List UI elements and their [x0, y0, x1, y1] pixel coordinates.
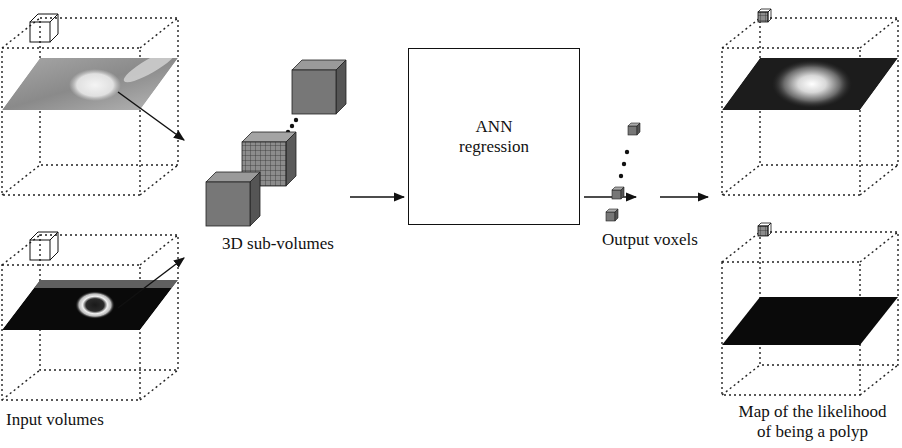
cube-face — [336, 60, 346, 114]
slice-plane — [722, 58, 898, 110]
volume-edge — [2, 235, 178, 400]
cube-edge — [30, 14, 58, 42]
slice-rim — [34, 280, 178, 288]
voxel — [758, 223, 771, 236]
sub-volume-marker — [30, 14, 58, 42]
voxel — [615, 209, 618, 221]
cube-face — [30, 240, 50, 260]
input-slice — [2, 280, 178, 330]
voxel — [621, 187, 624, 199]
sub-volume-cube — [292, 60, 346, 114]
flow-arrow — [584, 196, 636, 197]
cube-face — [292, 70, 336, 114]
polyp-ring — [75, 291, 115, 319]
polyp-blob — [69, 69, 121, 101]
process-box: ANN regression — [408, 48, 580, 225]
likelihood-slice — [722, 297, 898, 345]
dot — [290, 124, 294, 128]
box-text: ANN regression — [444, 117, 544, 157]
output-voxel-marker — [758, 9, 771, 22]
voxel — [606, 212, 615, 221]
output-volume — [722, 232, 898, 395]
dot — [622, 162, 626, 166]
volume-outline — [722, 48, 860, 195]
figure-label: Input volumes — [6, 410, 104, 430]
flow-arrow — [118, 92, 184, 140]
dot — [625, 150, 629, 154]
cube-face — [206, 182, 250, 226]
volume-edge — [722, 232, 898, 395]
sub-volume-marker — [30, 232, 58, 260]
voxel — [758, 226, 768, 236]
input-volume — [2, 235, 178, 400]
volume-edge — [722, 18, 898, 195]
likelihood-slice — [722, 58, 898, 110]
slice-streak — [121, 45, 180, 87]
dot — [619, 174, 623, 178]
ellipsis-dots — [619, 150, 629, 178]
voxel — [758, 9, 771, 22]
voxel — [637, 123, 640, 135]
sub-volume-cube — [206, 172, 260, 226]
figure-label: Output voxels — [602, 230, 698, 250]
figure-label: Map of the likelihood of being a polyp — [730, 402, 895, 442]
flow-arrow — [660, 196, 708, 197]
voxel — [612, 190, 621, 199]
flow-arrow — [350, 196, 404, 197]
figure-label: 3D sub-volumes — [222, 234, 334, 254]
likelihood-peak — [772, 60, 852, 108]
output-voxel-marker — [758, 223, 771, 236]
cube-edge — [30, 232, 58, 260]
flow-arrow — [118, 258, 184, 308]
voxel — [628, 126, 637, 135]
output-voxel — [606, 123, 640, 221]
voxel — [758, 12, 768, 22]
input-volume — [2, 18, 178, 195]
cube-face — [250, 172, 260, 226]
output-volume — [722, 18, 898, 195]
cube-face — [30, 22, 50, 42]
slice-plane — [2, 280, 178, 330]
cube-face — [286, 132, 296, 186]
dot — [294, 118, 298, 122]
input-slice — [2, 45, 179, 110]
volume-edge — [2, 18, 178, 195]
volume-outline — [760, 18, 898, 165]
